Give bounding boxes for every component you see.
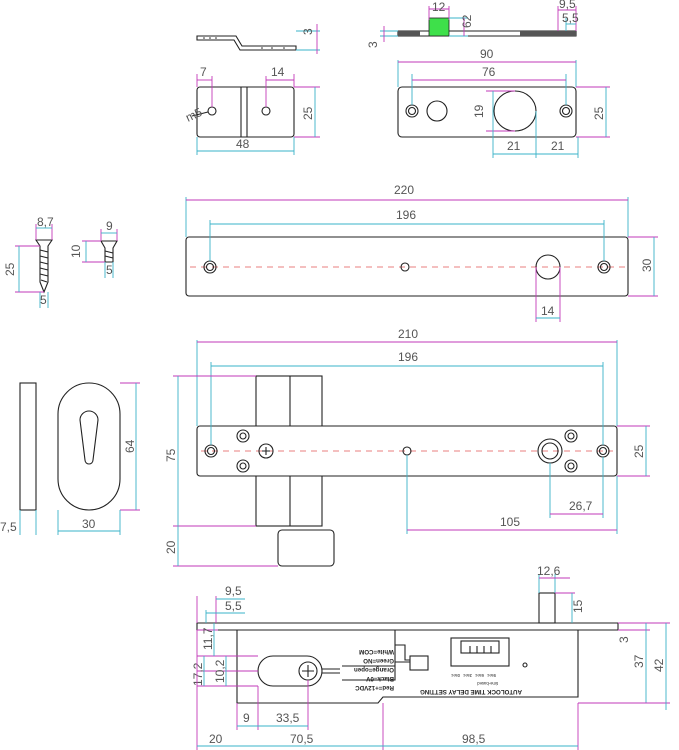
dim-side-335: 33,5 [276, 711, 300, 725]
board-title: AUTOLOCK TIME DELAY SETTING [420, 688, 522, 695]
dim-lock-210: 210 [398, 327, 418, 341]
board-switch-label: time-based [477, 681, 498, 686]
dim-screw1-5: 5 [40, 293, 47, 307]
board-mode-3: 9sec [487, 673, 496, 678]
dim-side-985: 98,5 [462, 732, 486, 746]
dim-hinge-m5: m5 [183, 105, 204, 125]
dim-screw1-87: 8,7 [37, 215, 54, 229]
hinge-side-view: 3 [196, 24, 320, 54]
dim-strike-95: 9,5 [559, 0, 576, 11]
dim-side-95: 9,5 [225, 584, 242, 598]
lock-side-view: White=COM Green=NO Orange=open Black=0V … [191, 564, 670, 750]
dim-lock-105: 105 [500, 515, 520, 529]
dim-strike-3: 3 [366, 41, 380, 48]
dim-side-705: 70,5 [290, 732, 314, 746]
dim-hinge-thickness: 3 [301, 28, 315, 35]
board-mode-1: 3sec [463, 673, 472, 678]
dim-side-172: 17,2 [191, 662, 205, 686]
dim-side-3: 3 [617, 636, 631, 643]
wire-label-3: Black=0V [365, 675, 394, 682]
lock-front-view: 210 196 75 20 25 26,7 105 [164, 327, 650, 567]
dim-strike-62: 62 [460, 14, 474, 28]
wire-label-0: White=COM [359, 648, 394, 655]
dim-side-126: 12,6 [537, 564, 561, 578]
strike-plan-view: 90 76 19 25 21 21 [397, 47, 610, 158]
dim-strike-55: 5,5 [562, 11, 579, 25]
dim-lock-196: 196 [398, 350, 418, 364]
dim-side-117: 11,7 [201, 627, 215, 650]
dim-side-20: 20 [209, 732, 223, 746]
dim-lock-25: 25 [632, 444, 646, 458]
wire-label-1: Green=NO [363, 657, 394, 664]
strike-side-view: 12 62 3 9,5 5,5 [366, 0, 579, 48]
dim-faceplate-196: 196 [396, 208, 416, 222]
dim-strike-12: 12 [432, 0, 446, 14]
escutcheon-front: 64 30 [57, 382, 140, 535]
dim-side-15: 15 [571, 599, 585, 613]
dim-escutcheon-64: 64 [123, 439, 137, 453]
dim-screw2-9: 9 [106, 219, 113, 233]
dim-faceplate-30: 30 [640, 258, 654, 272]
escutcheon-side: 7,5 [0, 382, 37, 535]
dim-side-9: 9 [243, 711, 250, 725]
dim-lock-267: 26,7 [569, 499, 593, 513]
hinge-plan-view: 7 14 25 48 m5 [183, 65, 320, 155]
wire-label-2: Orange=open [354, 666, 394, 673]
dim-strike-19: 19 [472, 104, 486, 118]
dim-faceplate-14: 14 [541, 304, 555, 318]
board-mode-0: 0sec [451, 673, 460, 678]
dim-strike-21b: 21 [551, 139, 565, 153]
dim-escutcheon-75: 7,5 [0, 520, 17, 534]
board-mode-2: 6sec [475, 673, 484, 678]
dim-escutcheon-30: 30 [82, 517, 96, 531]
dim-strike-90: 90 [480, 47, 494, 61]
dim-hinge-14: 14 [271, 65, 285, 79]
faceplate-view: 220 196 30 14 [185, 183, 658, 322]
dim-hinge-7: 7 [200, 65, 207, 79]
dim-side-102: 10,2 [213, 659, 227, 683]
dim-lock-75: 75 [164, 448, 178, 462]
dim-screw2-5: 5 [106, 263, 113, 277]
dim-screw1-25: 25 [3, 262, 17, 276]
screw-short: 9 10 5 [69, 219, 118, 278]
dim-side-55: 5,5 [225, 599, 242, 613]
wire-label-4: Red=+12VDC [355, 684, 394, 691]
dim-strike-76: 76 [482, 65, 496, 79]
dim-lock-20: 20 [164, 540, 178, 554]
dim-side-42: 42 [652, 658, 666, 672]
dim-screw2-10: 10 [69, 244, 83, 258]
screw-long: 8,7 25 5 [3, 215, 54, 308]
dim-strike-25: 25 [592, 106, 606, 120]
dim-hinge-25: 25 [301, 106, 315, 120]
dim-hinge-48: 48 [236, 137, 250, 151]
dim-faceplate-220: 220 [394, 183, 414, 197]
dim-side-37: 37 [632, 654, 646, 668]
dim-strike-21a: 21 [507, 139, 521, 153]
